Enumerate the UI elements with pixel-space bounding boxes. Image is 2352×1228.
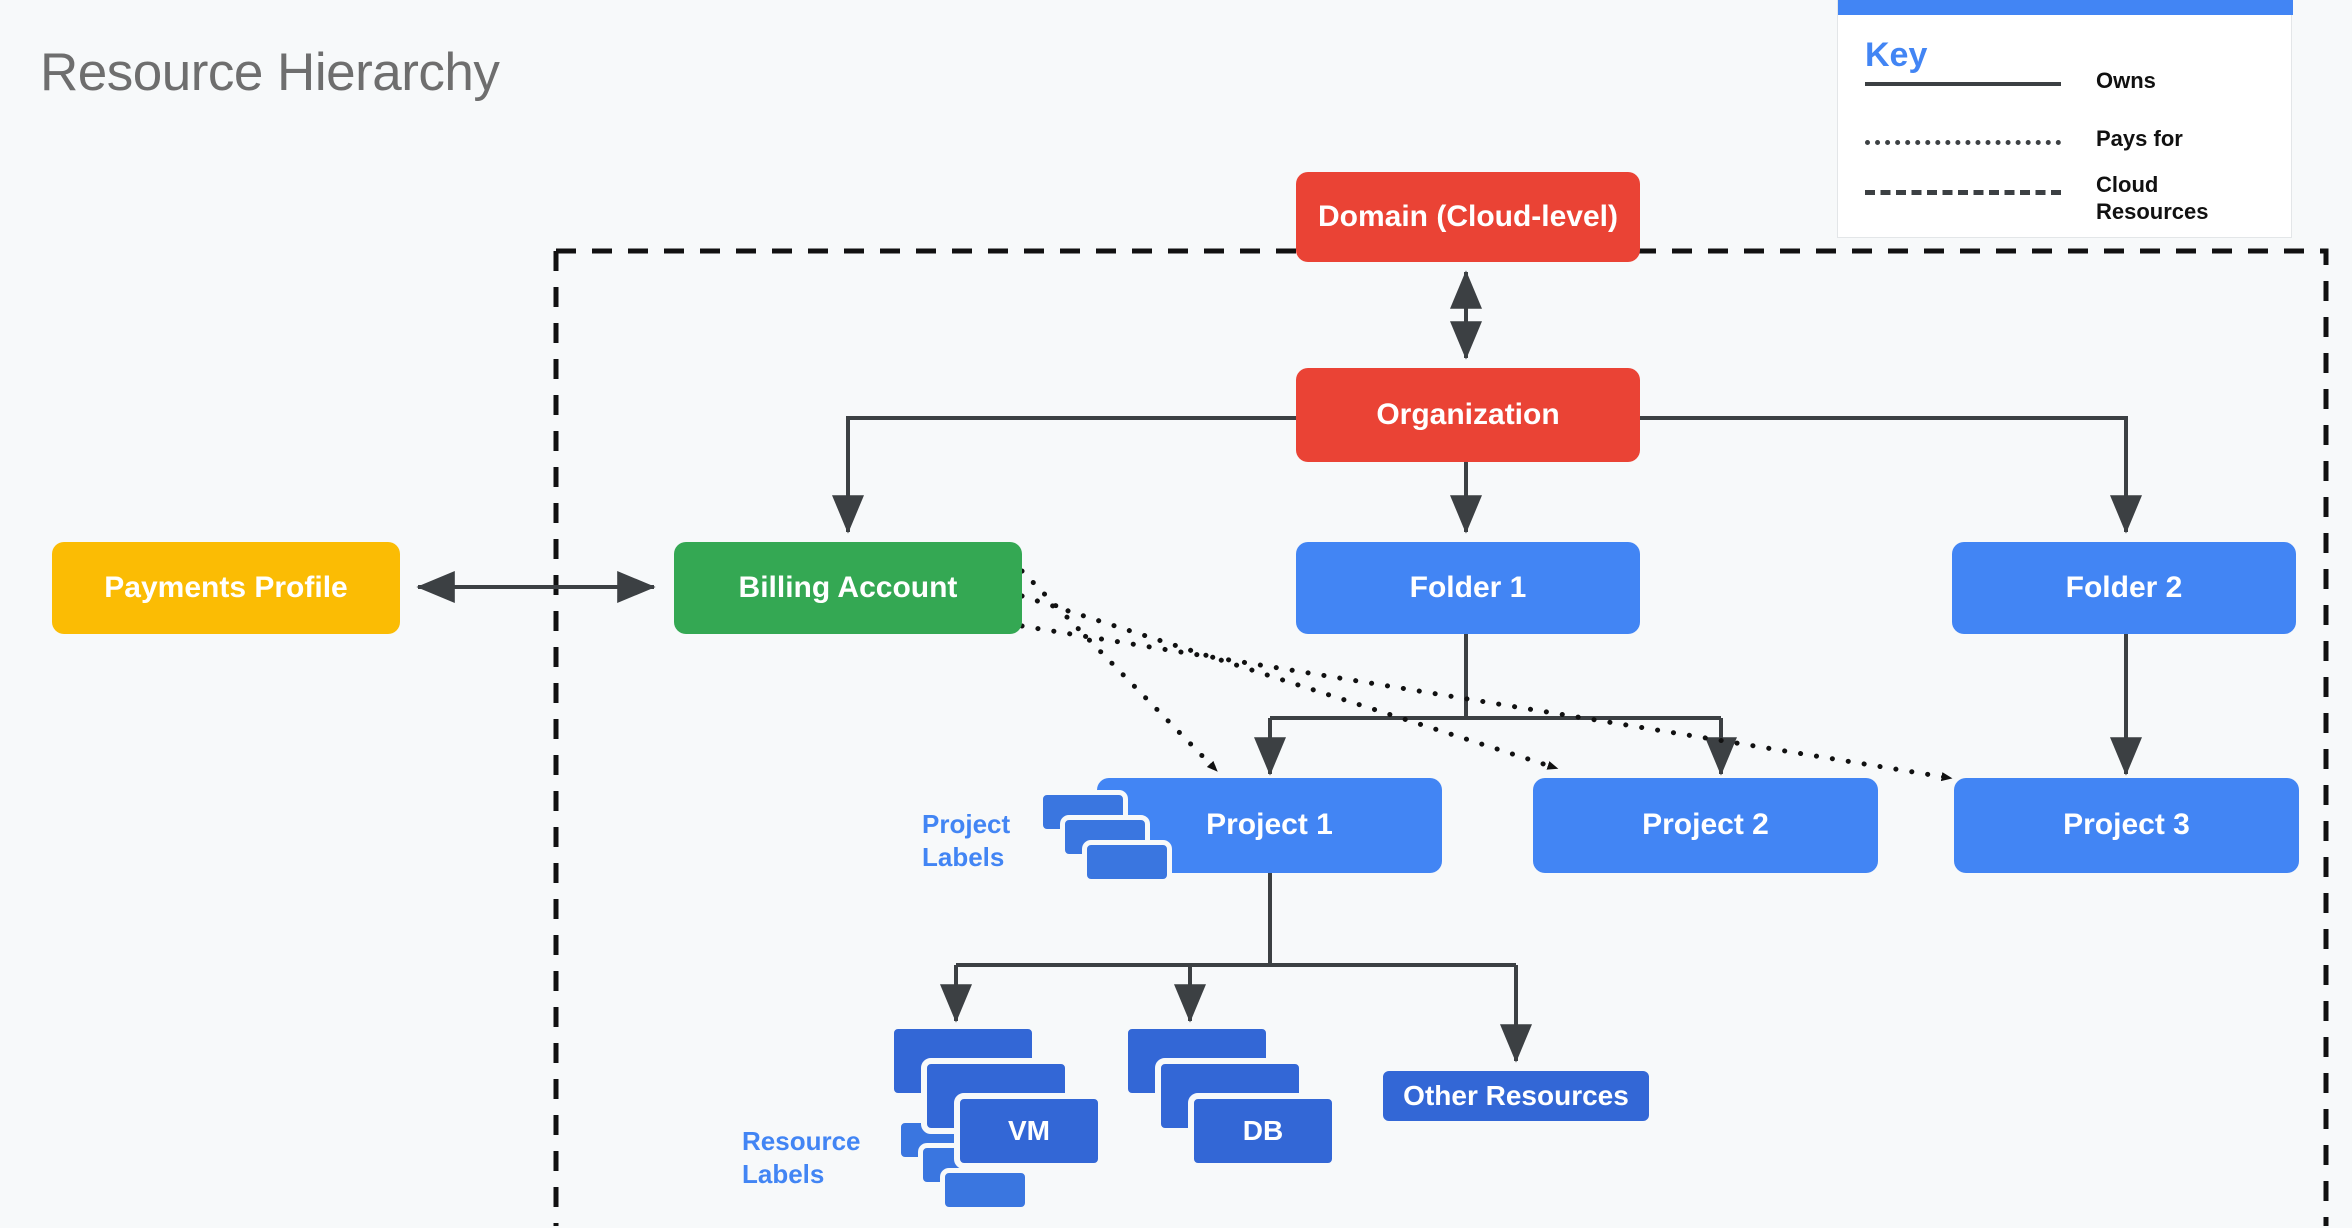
node-billing-account-label: Billing Account xyxy=(738,570,958,604)
node-project-3-label: Project 3 xyxy=(2063,808,2190,842)
node-project-2-label: Project 2 xyxy=(1642,808,1769,842)
db-card-front: DB xyxy=(1188,1093,1338,1169)
node-domain[interactable]: Domain (Cloud-level) xyxy=(1296,172,1640,262)
edge-organization-folder2 xyxy=(1640,416,2142,534)
edge-billing-pays-for xyxy=(1019,568,1953,782)
node-vm[interactable]: VM xyxy=(888,1023,1128,1183)
edge-folder1-projects xyxy=(1254,626,1737,776)
legend-label-pays-for: Pays for xyxy=(2096,126,2183,151)
node-other-resources[interactable]: Other Resources xyxy=(1377,1065,1655,1127)
node-db[interactable]: DB xyxy=(1122,1023,1362,1183)
node-domain-label: Domain (Cloud-level) xyxy=(1317,199,1618,233)
page-title: Resource Hierarchy xyxy=(40,43,500,102)
legend-accent-bar xyxy=(1838,0,2293,15)
node-project-2[interactable]: Project 2 xyxy=(1533,778,1878,873)
edge-organization-billing xyxy=(832,416,1296,534)
node-db-label: DB xyxy=(1242,1115,1284,1146)
node-project-1-label: Project 1 xyxy=(1206,808,1333,842)
edge-project1-children xyxy=(940,873,1532,1063)
legend-line-solid-icon xyxy=(1865,82,2061,86)
node-other-resources-label: Other Resources xyxy=(1403,1079,1629,1111)
project-labels-annotation: Project Labels xyxy=(922,809,1011,873)
node-folder-2[interactable]: Folder 2 xyxy=(1952,542,2296,634)
node-payments-profile[interactable]: Payments Profile xyxy=(52,542,400,634)
node-folder-2-label: Folder 2 xyxy=(2065,570,2183,604)
legend-panel: Key Owns Pays for Cloud Resources xyxy=(1837,0,2293,238)
legend-title: Key xyxy=(1865,36,1928,74)
node-organization-label: Organization xyxy=(1376,397,1560,431)
project-label-chip xyxy=(1082,840,1172,884)
node-payments-profile-label: Payments Profile xyxy=(104,570,348,604)
cloud-boundary-dashed xyxy=(553,248,2329,1226)
resource-labels-annotation: Resource Labels xyxy=(742,1126,861,1190)
node-project-3[interactable]: Project 3 xyxy=(1954,778,2299,873)
legend-label-cloud-resources: Cloud Resources xyxy=(2096,172,2209,224)
project-labels-chip-stack xyxy=(1038,790,1178,900)
node-vm-label: VM xyxy=(1008,1115,1050,1146)
legend-line-dotted-icon xyxy=(1865,140,2061,145)
vm-card-front: VM xyxy=(954,1093,1104,1169)
node-organization[interactable]: Organization xyxy=(1296,368,1640,462)
node-folder-1[interactable]: Folder 1 xyxy=(1296,542,1640,634)
node-billing-account[interactable]: Billing Account xyxy=(674,542,1022,634)
legend-line-dashed-icon xyxy=(1865,190,2061,195)
resource-label-chip xyxy=(940,1168,1030,1212)
legend-label-owns: Owns xyxy=(2096,68,2156,93)
node-folder-1-label: Folder 1 xyxy=(1409,570,1527,604)
